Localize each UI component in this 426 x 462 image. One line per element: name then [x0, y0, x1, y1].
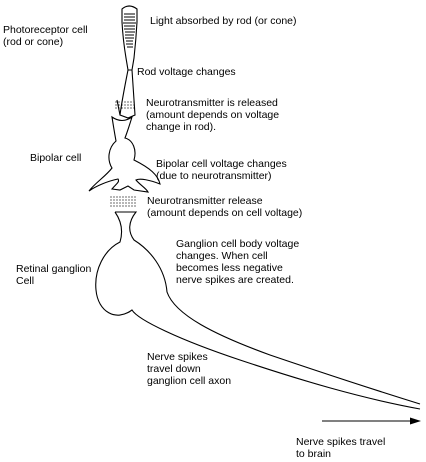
retinal-ganglion-label: Retinal ganglion Cell [16, 263, 94, 287]
bipolar-cell-label: Bipolar cell [30, 152, 81, 164]
neurotransmitter-released-label: Neurotransmitter is released (amount dep… [146, 97, 282, 133]
to-brain-arrow [322, 417, 421, 425]
to-brain-label: Nerve spikes travel to brain [296, 436, 388, 460]
neurotransmitter-release-label: Neurotransmitter release (amount depends… [147, 195, 302, 219]
synapse-dots-upper [115, 101, 135, 109]
bipolar-cell [88, 115, 161, 193]
retinal-ganglion-cell [95, 211, 421, 410]
bipolar-voltage-label: Bipolar cell voltage changes (due to neu… [156, 158, 290, 182]
photoreceptor-cell-label: Photoreceptor cell (rod or cone) [3, 24, 91, 48]
light-absorbed-label: Light absorbed by rod (or cone) [150, 15, 297, 27]
ganglion-voltage-label: Ganglion cell body voltage changes. When… [176, 238, 302, 286]
rod-voltage-label: Rod voltage changes [137, 66, 236, 78]
photoreceptor-cell [116, 5, 138, 119]
nerve-spikes-travel-label: Nerve spikes travel down ganglion cell a… [147, 351, 231, 387]
synapse-dots-lower [110, 196, 136, 207]
